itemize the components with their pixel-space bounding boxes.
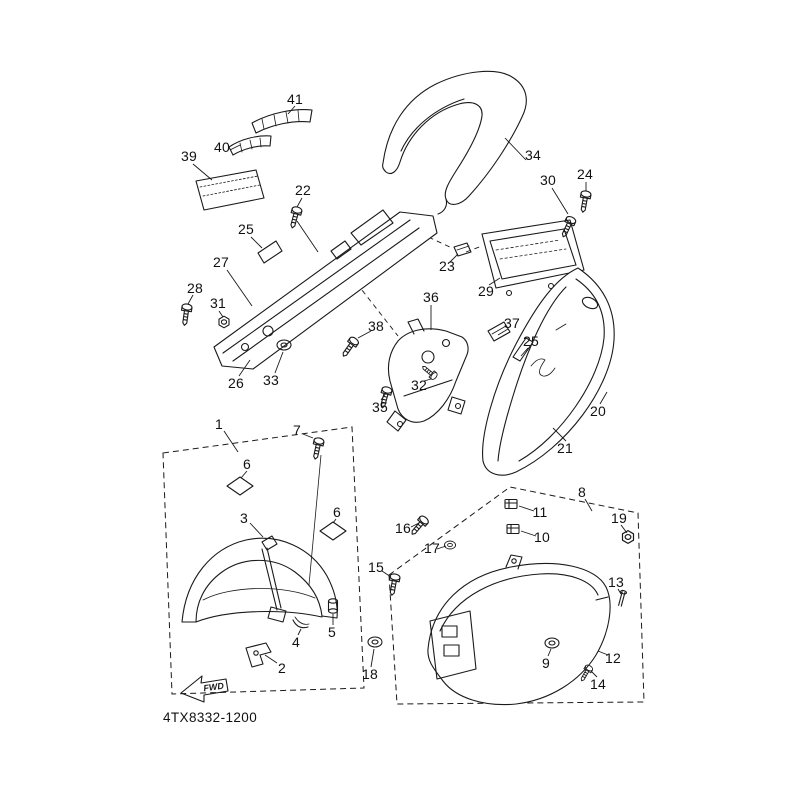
strip-25-right (512, 337, 534, 362)
fwd-label: FWD (203, 681, 225, 694)
reflector-6-right (319, 521, 347, 541)
part-callout-25: 25 (238, 221, 254, 237)
bolt-28-icon (178, 302, 193, 327)
part-callout-6: 6 (243, 456, 251, 472)
inner-bracket (386, 318, 469, 432)
part-callout-6: 6 (333, 504, 341, 520)
part-callout-41: 41 (287, 91, 303, 107)
part-callout-35: 35 (372, 399, 388, 415)
bolt-16-icon (407, 513, 431, 538)
part-callout-19: 19 (611, 510, 627, 526)
reflector-6-left (226, 476, 254, 496)
emblem-39 (195, 169, 265, 211)
part-callout-17: 17 (424, 540, 440, 556)
part-callout-22: 22 (295, 182, 311, 198)
part-callout-3: 3 (240, 510, 248, 526)
part-callout-39: 39 (181, 148, 197, 164)
part-callout-14: 14 (590, 676, 606, 692)
part-callout-31: 31 (210, 295, 226, 311)
part-callout-26: 26 (228, 375, 244, 391)
bolt-38-icon (338, 335, 361, 360)
clipnut-10-icon (506, 523, 520, 535)
taillight-bracket (481, 219, 585, 297)
part-callout-15: 15 (368, 559, 384, 575)
damper-37 (487, 321, 511, 342)
clip-23 (453, 242, 472, 257)
part-callout-29: 29 (478, 283, 494, 299)
part-callout-1: 1 (215, 416, 223, 432)
bracket-2 (245, 642, 272, 668)
part-callout-27: 27 (213, 254, 229, 270)
part-callout-24: 24 (577, 166, 593, 182)
part-callout-9: 9 (542, 655, 550, 671)
nut-19-icon (621, 530, 635, 544)
part-callout-23: 23 (439, 258, 455, 274)
part-callout-30: 30 (540, 172, 556, 188)
strap-41 (251, 109, 313, 134)
rear-fender (427, 554, 611, 706)
part-callout-2: 2 (278, 660, 286, 676)
part-callout-25: 25 (523, 333, 539, 349)
part-callout-5: 5 (328, 624, 336, 640)
part-callout-18: 18 (362, 666, 378, 682)
part-callout-28: 28 (187, 280, 203, 296)
part-callout-16: 16 (395, 520, 411, 536)
part-callout-11: 11 (532, 504, 548, 520)
leader-lines (187, 105, 628, 678)
grab-rail (382, 70, 527, 215)
bolt-24-icon (577, 189, 592, 214)
part-callout-36: 36 (423, 289, 439, 305)
part-callout-38: 38 (368, 318, 384, 334)
part-callout-20: 20 (590, 403, 606, 419)
part-callout-7: 7 (293, 422, 301, 438)
side-cover (482, 267, 615, 476)
catalog-code: 4TX8332-1200 (163, 710, 258, 725)
washer-17-icon (443, 540, 457, 550)
nut-31-icon (218, 315, 230, 329)
fwd-arrow: FWD (180, 675, 229, 703)
part-callout-40: 40 (214, 139, 230, 155)
rear-fender-group-box (388, 486, 645, 705)
part-callout-12: 12 (605, 650, 621, 666)
grommet-18-icon (367, 636, 383, 648)
part-callout-10: 10 (534, 529, 550, 545)
part-callout-21: 21 (557, 440, 573, 456)
part-callout-33: 33 (263, 372, 279, 388)
part-callout-37: 37 (504, 315, 520, 331)
pin-13-icon (616, 589, 628, 608)
strap-40 (228, 135, 272, 156)
clipnut-11-icon (504, 498, 518, 510)
part-callout-13: 13 (608, 574, 624, 590)
part-callout-32: 32 (411, 377, 427, 393)
clip-4 (292, 616, 310, 629)
part-callout-34: 34 (525, 147, 541, 163)
part-callout-4: 4 (292, 634, 300, 650)
seat-rail (213, 209, 438, 370)
part-callout-8: 8 (578, 484, 586, 500)
bolt-7-icon (309, 436, 326, 461)
front-fender-group-box (162, 426, 365, 695)
front-fender (181, 535, 338, 623)
